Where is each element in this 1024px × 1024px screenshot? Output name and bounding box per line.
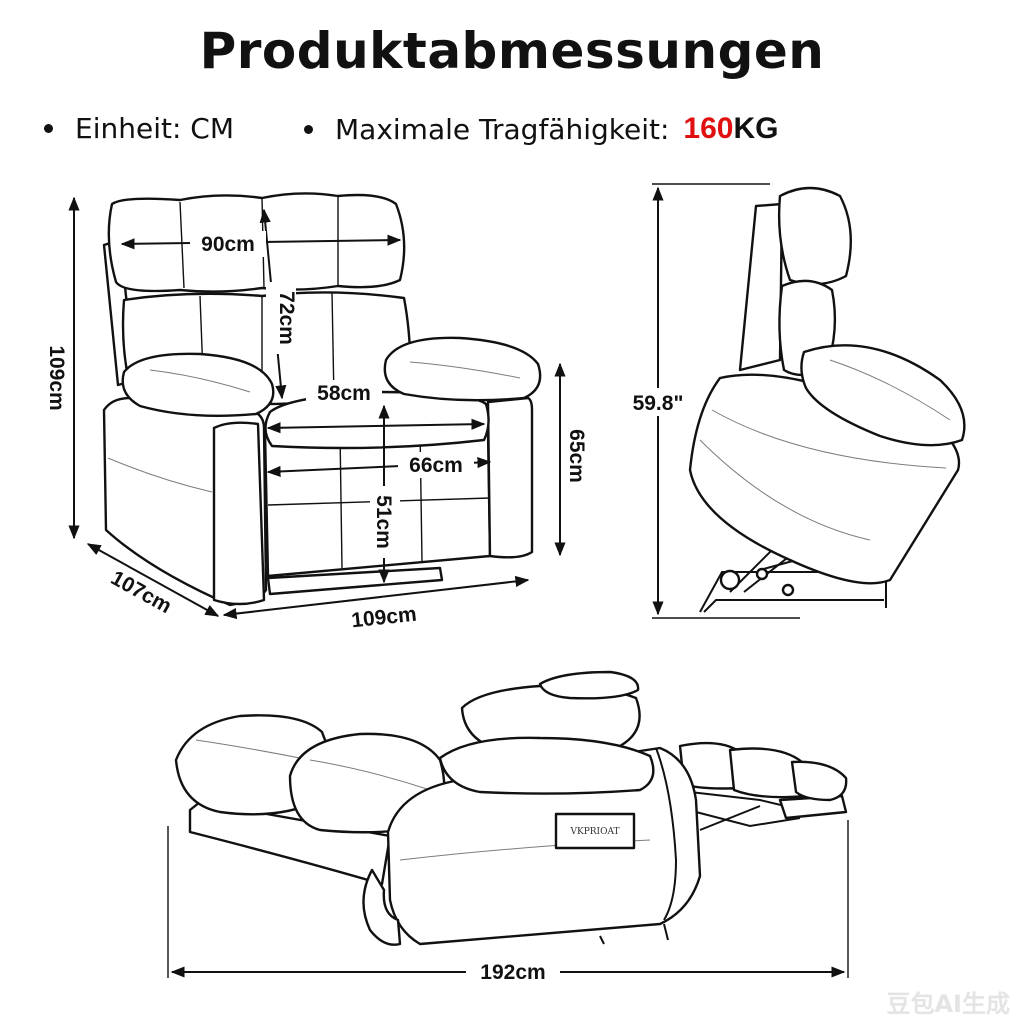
- capacity-label: Maximale Tragfähigkeit:: [335, 112, 670, 146]
- bullet-icon: [44, 124, 53, 133]
- unit-spec: Einheit: CM: [44, 112, 234, 145]
- side-view-chair: [688, 186, 966, 613]
- wheel-icon: [719, 569, 741, 591]
- seat-depth-label: 58cm: [317, 382, 371, 405]
- seat-depth-line: [266, 418, 486, 434]
- overall-height-label: 109cm: [45, 345, 68, 410]
- backrest-height-label: 72cm: [275, 291, 298, 345]
- bullet-icon: [304, 124, 313, 134]
- product-tag: [554, 812, 636, 850]
- page-title: Produktabmessungen: [199, 22, 825, 80]
- overall-length-label: 192cm: [480, 961, 545, 984]
- reclined-dimension: 192cm: [167, 820, 849, 986]
- side-dimension: 59.8": [618, 183, 800, 619]
- capacity-spec: Maximale Tragfähigkeit: 160 KG: [304, 112, 778, 146]
- overall-width-line: [222, 575, 530, 620]
- capacity-value: 160: [683, 112, 734, 145]
- seat-width-label: 66cm: [409, 454, 463, 477]
- armrest-height-label: 65cm: [565, 429, 588, 483]
- backrest-width-label: 90cm: [201, 233, 255, 256]
- capacity-unit: KG: [733, 112, 779, 145]
- unit-label: Einheit: CM: [75, 112, 234, 145]
- lift-height-label: 59.8": [633, 392, 684, 415]
- watermark: 豆包AI生成: [886, 990, 1010, 1018]
- overall-depth-line: [86, 543, 220, 617]
- tag-text: VKPRIOAT: [570, 827, 620, 837]
- seat-height-label: 51cm: [372, 495, 395, 549]
- reclined-view-chair: VKPRIOAT: [174, 670, 848, 946]
